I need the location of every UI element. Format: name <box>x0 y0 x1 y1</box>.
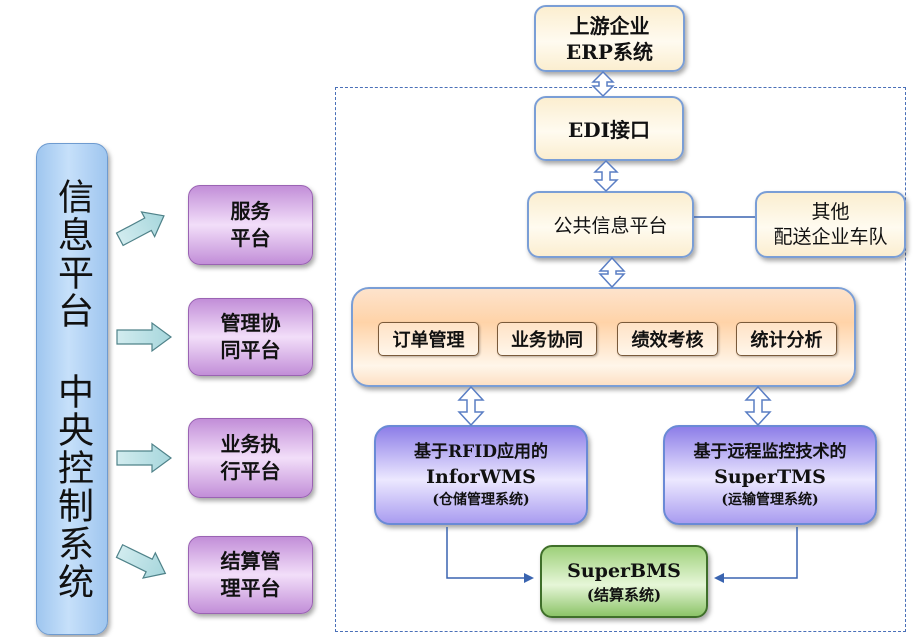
business-exec-platform: 业务执 行平台 <box>188 418 313 498</box>
arrow-to-collab-platform <box>116 321 173 353</box>
tms-line2: SuperTMS <box>714 466 826 488</box>
arrow-core-tms <box>744 385 772 427</box>
bms-node: SuperBMS (结算系统) <box>540 545 708 618</box>
arrow-core-wms <box>457 385 485 427</box>
arrow-to-service-platform <box>115 211 165 247</box>
wms-node: 基于RFID应用的 InforWMS (仓储管理系统) <box>374 425 588 525</box>
system-boundary <box>335 87 906 632</box>
tms-node: 基于远程监控技术的 SuperTMS (运输管理系统) <box>663 425 877 525</box>
module-business-collab: 业务协同 <box>497 322 597 356</box>
central-control-label: 信息平台 中央控制系统 <box>52 177 93 601</box>
module-performance-review: 绩效考核 <box>617 322 718 356</box>
other-fleet-node: 其他 配送企业车队 <box>755 191 906 258</box>
management-collab-platform: 管理协 同平台 <box>188 298 313 376</box>
wms-line2: InforWMS <box>426 466 536 488</box>
module-order-management: 订单管理 <box>378 322 479 356</box>
arrow-wms-bms <box>446 527 534 583</box>
tms-line1: 基于远程监控技术的 <box>693 442 847 462</box>
module-statistics: 统计分析 <box>736 322 837 356</box>
arrow-edi-public <box>593 159 619 193</box>
bms-line1: SuperBMS <box>567 559 681 582</box>
arrow-erp-edi <box>591 70 615 98</box>
wms-line1: 基于RFID应用的 <box>414 442 548 462</box>
arrow-tms-bms <box>714 527 798 583</box>
public-info-platform-node: 公共信息平台 <box>527 191 694 258</box>
settlement-platform: 结算管 理平台 <box>188 536 313 614</box>
wms-line3: (仓储管理系统) <box>432 492 530 508</box>
central-control-system: 信息平台 中央控制系统 <box>36 143 108 635</box>
edi-interface-node: EDI接口 <box>534 96 684 161</box>
upstream-erp-node: 上游企业 ERP系统 <box>534 5 685 72</box>
arrow-to-settlement-platform <box>115 543 167 579</box>
tms-line3: (运输管理系统) <box>721 492 819 508</box>
arrow-public-core <box>598 256 626 289</box>
arrow-to-exec-platform <box>116 442 173 474</box>
service-platform: 服务 平台 <box>188 185 313 265</box>
bms-line2: (结算系统) <box>586 585 662 604</box>
